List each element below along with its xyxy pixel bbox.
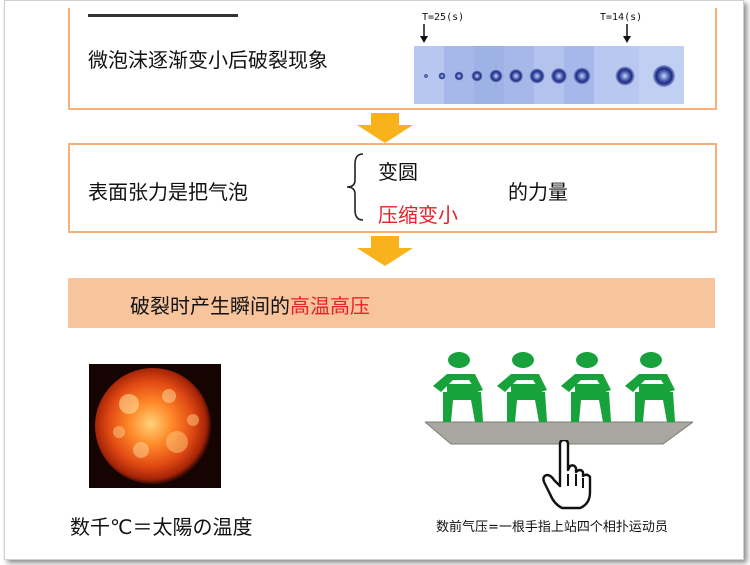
time-end-arrow-head xyxy=(623,36,631,43)
time-end-label: T=14(s) xyxy=(600,12,642,23)
step3-text: 破裂时产生瞬间的高温高压 xyxy=(130,290,370,319)
bubble-2 xyxy=(438,72,446,80)
step1-text: 微泡沫逐渐变小后破裂现象 xyxy=(88,48,328,72)
down-arrow-icon xyxy=(357,236,413,270)
bubble-5 xyxy=(489,69,503,83)
time-start-arrow-head xyxy=(420,36,428,43)
step3-highlight: 高温高压 xyxy=(290,294,370,318)
bubble-11 xyxy=(653,65,675,87)
top-rule xyxy=(88,14,238,17)
bubble-shrink-photo: T=25(s) T=14(s) xyxy=(414,8,684,110)
bubble-6 xyxy=(509,69,523,83)
bubble-10 xyxy=(615,66,635,86)
step3-highlight-bar xyxy=(68,278,715,328)
wrestler-2 xyxy=(497,352,547,422)
option-compress: 压缩变小 xyxy=(378,203,458,227)
step2-box xyxy=(68,143,717,233)
pressure-caption: 数前气压=一根手指上站四个相扑运动员 xyxy=(436,520,668,535)
bubble-3 xyxy=(454,71,464,81)
down-arrow-icon xyxy=(357,113,413,147)
bubble-7 xyxy=(529,68,545,84)
time-start-label: T=25(s) xyxy=(422,12,464,23)
bubble-4 xyxy=(471,70,483,82)
wrestler-4 xyxy=(625,352,675,422)
wrestler-3 xyxy=(561,352,611,422)
bubble-1 xyxy=(424,74,428,78)
bubble-sequence xyxy=(424,65,675,87)
pointing-hand-icon xyxy=(540,438,596,514)
brace-icon xyxy=(345,152,365,226)
temperature-caption: 数千℃＝太陽の温度 xyxy=(70,515,253,539)
step2-suffix: 的力量 xyxy=(508,180,568,204)
bubble-8 xyxy=(551,68,567,84)
bubble-9 xyxy=(573,67,591,85)
option-round: 变圆 xyxy=(378,160,418,184)
sun-image xyxy=(89,364,221,488)
step2-prefix: 表面张力是把气泡 xyxy=(88,180,248,204)
wrestler-1 xyxy=(433,352,483,422)
sumo-wrestlers-icon xyxy=(423,350,695,454)
step3-plain: 破裂时产生瞬间的 xyxy=(130,294,290,318)
